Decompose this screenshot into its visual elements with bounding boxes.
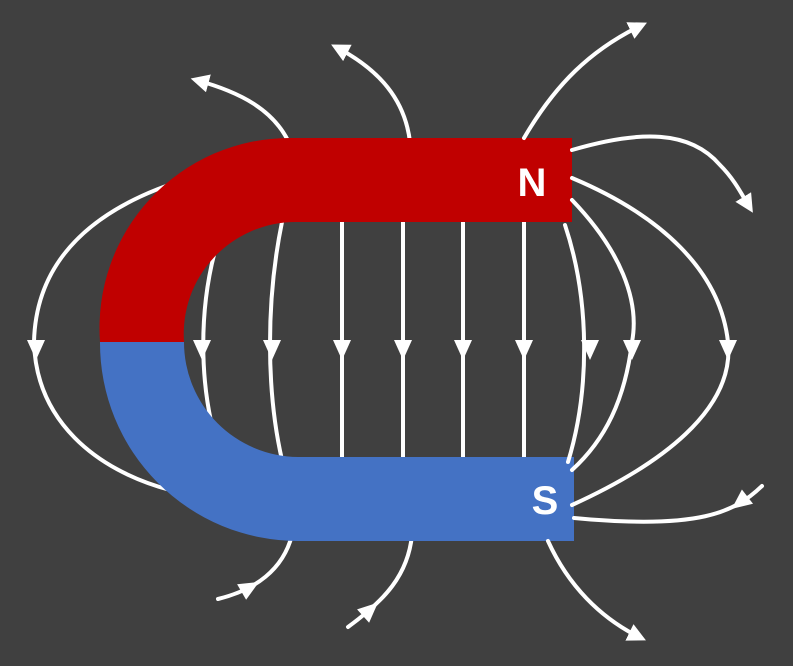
field-line-top-right	[522, 22, 647, 140]
arrowhead-bottom-center	[357, 602, 378, 623]
arrowhead-bottom-left	[237, 582, 259, 600]
arrowhead-inner-2	[263, 340, 281, 360]
field-line-bottom-left	[216, 533, 294, 601]
north-pole-label: N	[518, 161, 547, 205]
arrowhead-right-3	[719, 340, 737, 360]
field-line-bottom-center	[346, 533, 414, 629]
arrowhead-inner-5	[454, 340, 472, 360]
arrowhead-right-1	[581, 340, 599, 360]
arrowhead-left-outer	[27, 340, 45, 360]
south-pole-arm	[99, 342, 574, 541]
field-line-top-left	[190, 74, 292, 147]
field-line-top-center	[331, 44, 412, 144]
arrowhead-inner-1	[193, 340, 211, 360]
field-line-right-upper	[570, 134, 753, 213]
arrowhead-inner-4	[394, 340, 412, 360]
north-pole-arm	[99, 137, 572, 342]
arrowhead-inner-6	[515, 340, 533, 360]
arrowhead-inner-3	[333, 340, 351, 360]
arrowhead-right-lower	[731, 489, 753, 509]
arrowhead-right-2	[623, 340, 641, 360]
field-arrowheads	[27, 340, 753, 623]
field-line-right-lower	[572, 484, 764, 524]
horseshoe-magnet: N S	[99, 137, 574, 541]
south-pole-label: S	[532, 479, 559, 523]
field-line-bottom-right	[546, 539, 646, 641]
